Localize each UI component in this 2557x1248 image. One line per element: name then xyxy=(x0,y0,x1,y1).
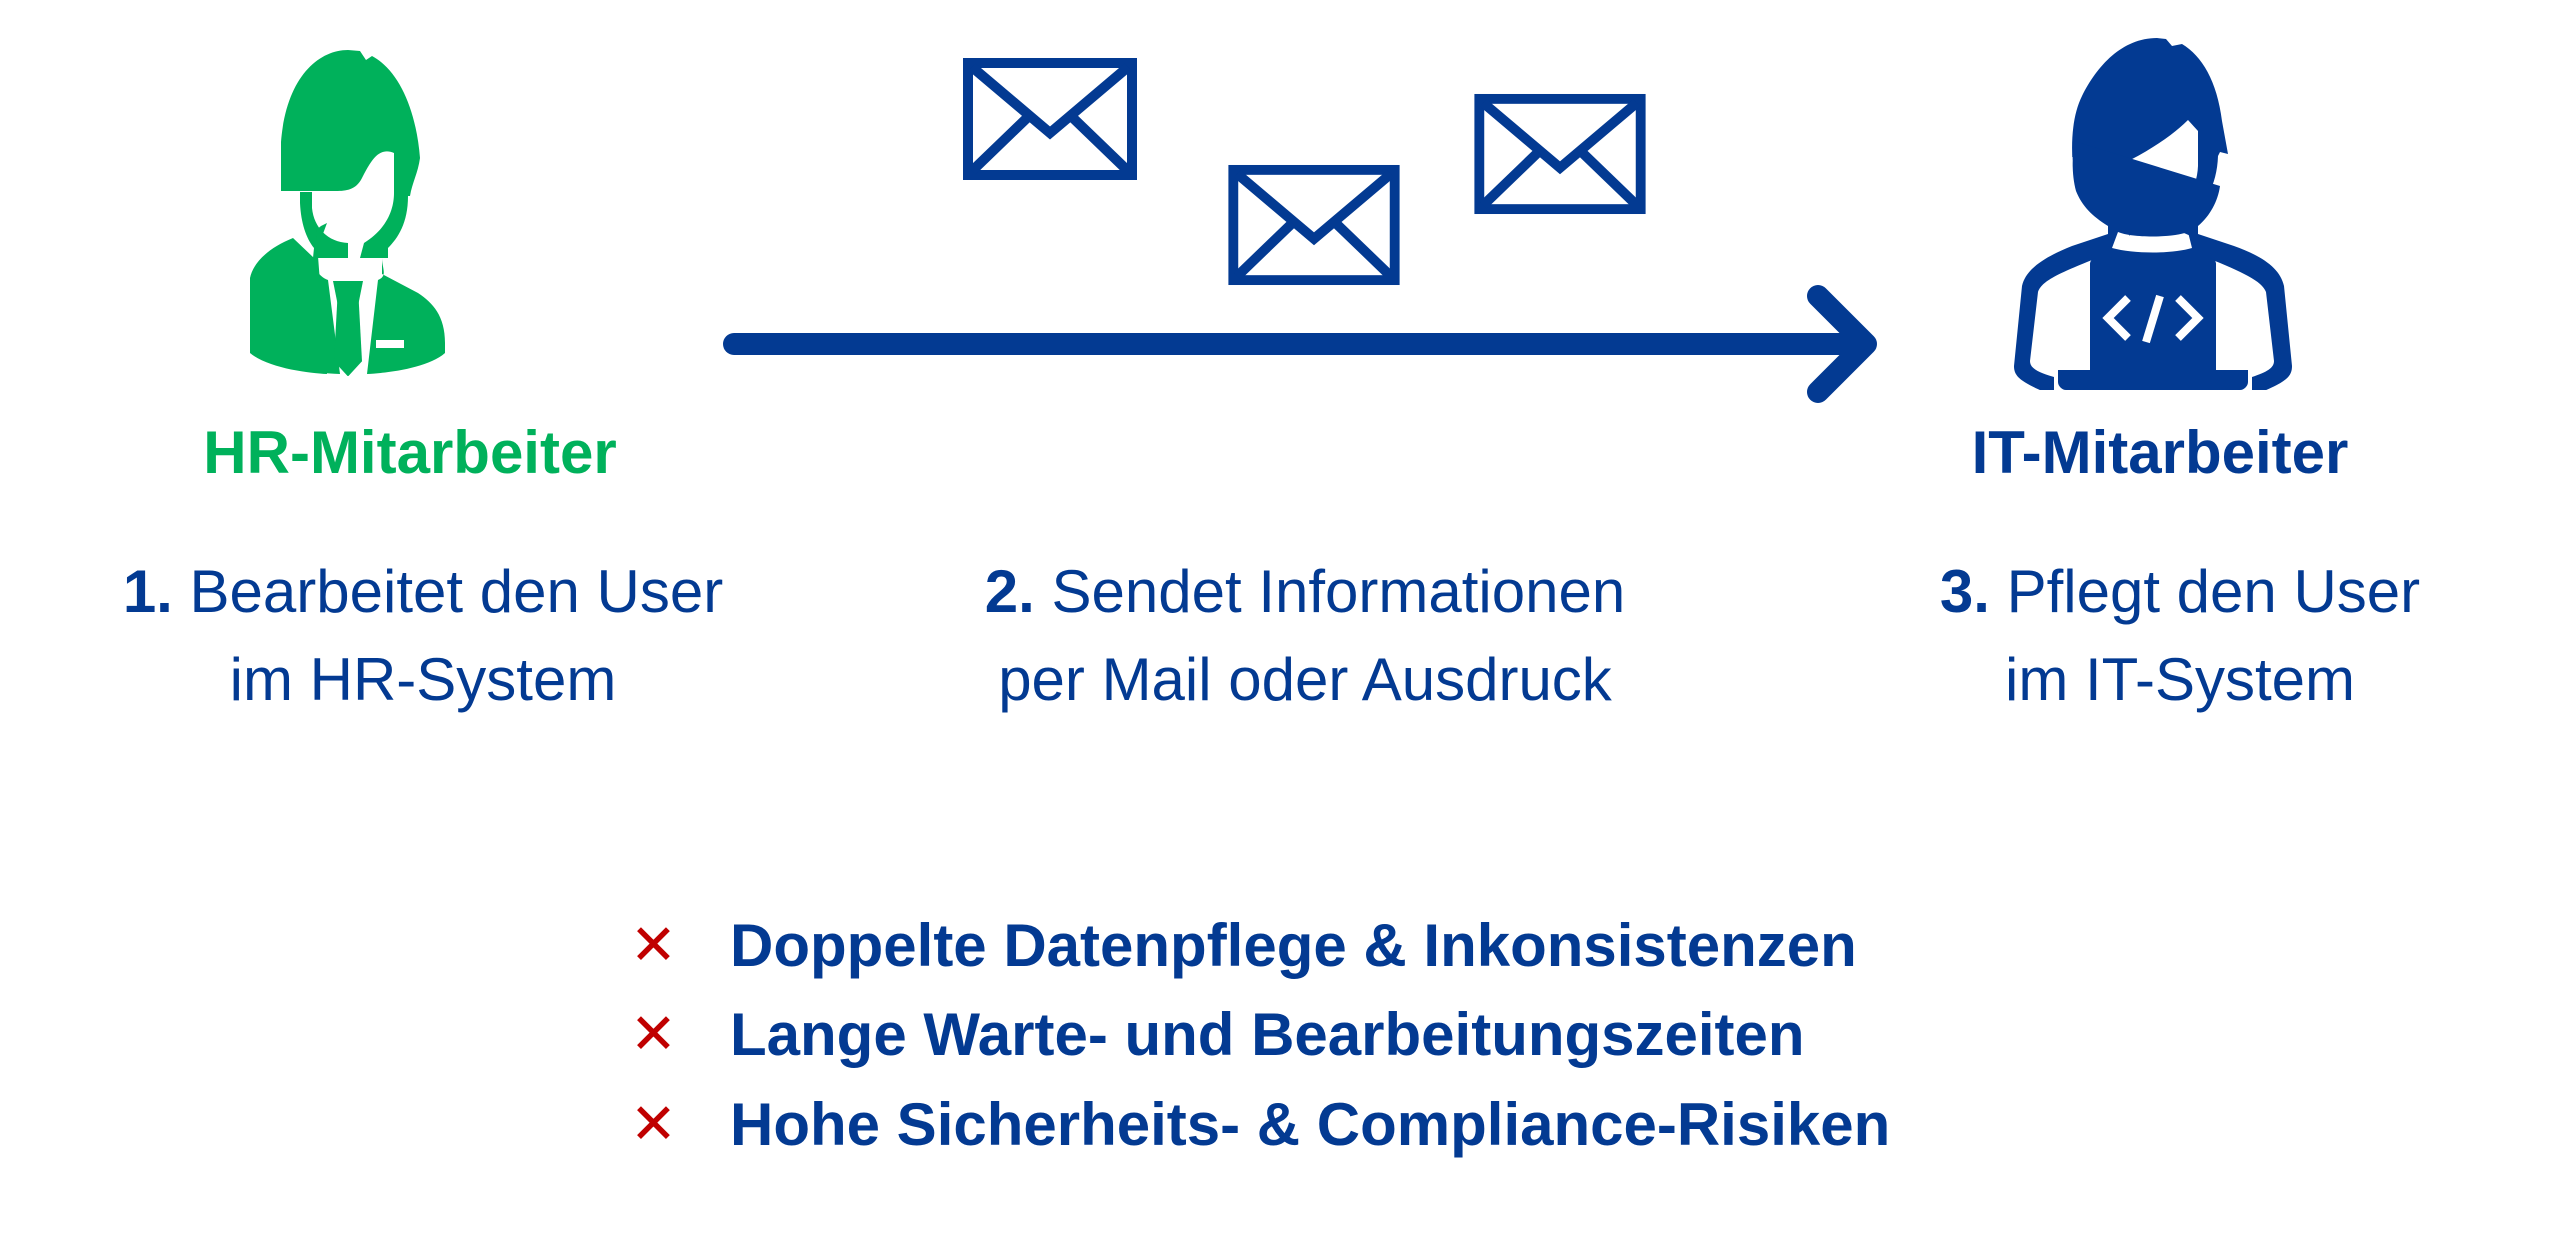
problem-item: ✕ Doppelte Datenpflege & Inkonsistenzen xyxy=(630,905,1857,985)
step-text: im HR-System xyxy=(229,646,617,713)
cross-icon: ✕ xyxy=(630,1002,677,1065)
problem-text: Lange Warte- und Bearbeitungszeiten xyxy=(730,1000,1805,1068)
mail-envelope-icon xyxy=(963,58,1137,180)
hr-role-label: HR-Mitarbeiter xyxy=(203,419,617,486)
cross-icon: ✕ xyxy=(630,913,677,976)
step-text: per Mail oder Ausdruck xyxy=(998,646,1612,713)
step-text: Pflegt den User xyxy=(2006,558,2421,625)
mail-envelope-icon xyxy=(1228,164,1400,286)
step-text: Bearbeitet den User xyxy=(189,558,724,625)
arrow-right-icon xyxy=(723,285,1877,403)
problem-text: Hohe Sicherheits- & Compliance-Risiken xyxy=(730,1090,1891,1158)
it-role-label: IT-Mitarbeiter xyxy=(1971,419,2349,486)
businessman-icon xyxy=(250,50,445,376)
cross-icon: ✕ xyxy=(630,1092,677,1155)
step-number: 2. xyxy=(984,558,1035,625)
step-text: im IT-System xyxy=(2004,646,2355,713)
step-1: 1. Bearbeitet den User im HR-System xyxy=(0,548,853,724)
mail-envelope-icon xyxy=(1474,93,1646,215)
problem-item: ✕ Lange Warte- und Bearbeitungszeiten xyxy=(630,994,1805,1074)
step-number: 3. xyxy=(1939,558,1990,625)
problem-item: ✕ Hohe Sicherheits- & Compliance-Risiken xyxy=(630,1084,1890,1164)
developer-laptop-icon xyxy=(2014,38,2292,390)
step-3: 3. Pflegt den User im IT-System xyxy=(1750,548,2557,724)
problem-text: Doppelte Datenpflege & Inkonsistenzen xyxy=(730,911,1857,979)
step-text: Sendet Informationen xyxy=(1051,558,1626,625)
step-number: 1. xyxy=(122,558,173,625)
step-2: 2. Sendet Informationen per Mail oder Au… xyxy=(875,548,1735,724)
